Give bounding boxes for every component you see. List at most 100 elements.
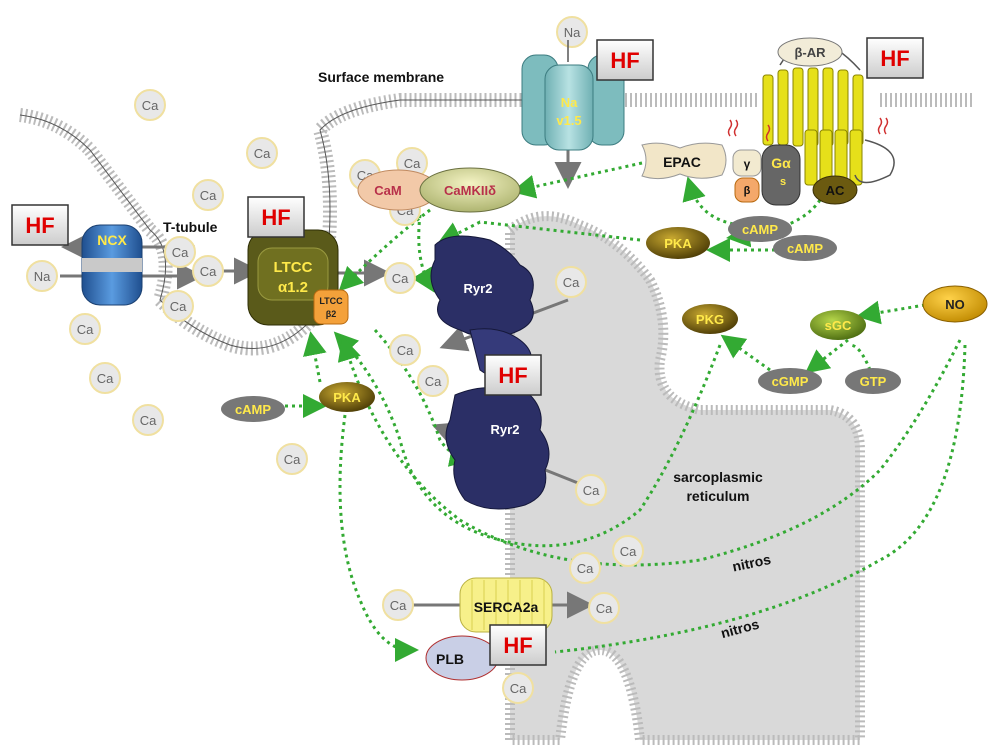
surface-membrane xyxy=(18,93,975,356)
calcium-ion-label: Ca xyxy=(77,322,94,337)
lipid-anchors xyxy=(727,117,889,142)
calcium-ion-label: Ca xyxy=(397,343,414,358)
pka-upper: PKA xyxy=(646,227,710,259)
adenylyl-cyclase: AC xyxy=(804,129,895,205)
calcium-ion: Ca xyxy=(502,672,534,704)
ltcc-beta-subunit-label: β2 xyxy=(326,309,337,319)
hf-badge: HF xyxy=(596,39,654,81)
hf-label: HF xyxy=(25,213,54,238)
camp-3-label: cAMP xyxy=(235,402,271,417)
calcium-ion: Ca xyxy=(382,589,414,621)
hf-badges: HF HF HF HF HF HF xyxy=(11,37,924,666)
phospholamban: PLB xyxy=(425,635,499,681)
cgmp: cGMP xyxy=(758,368,822,394)
calcium-ion-label: Ca xyxy=(200,188,217,203)
camkii-label: CaMKIIδ xyxy=(444,183,496,198)
serca2a-pump: SERCA2a xyxy=(459,577,553,633)
camp-2-label: cAMP xyxy=(787,241,823,256)
calcium-ion: Ca xyxy=(276,443,308,475)
sodium-ion-label: Na xyxy=(564,25,581,40)
hf-badge: HF xyxy=(489,624,547,666)
calcium-ion: Ca xyxy=(569,552,601,584)
calcium-ion-label: Ca xyxy=(392,271,409,286)
ncx-exchanger: NCX xyxy=(81,224,143,306)
pka-upper-label: PKA xyxy=(664,236,692,251)
plb-label: PLB xyxy=(436,651,464,667)
ryr2-upper-label: Ryr2 xyxy=(464,281,493,296)
ltcc-beta-label: LTCC xyxy=(319,296,343,306)
calcium-ion-label: Ca xyxy=(140,413,157,428)
pka-lower: PKA xyxy=(319,382,375,412)
ryr2-channel-lower: Ryr2 xyxy=(445,387,550,510)
ncx-label: NCX xyxy=(97,232,127,248)
no: NO xyxy=(922,285,988,323)
pkg: PKG xyxy=(682,304,738,334)
nitros-label-upper: nitros xyxy=(731,551,773,575)
calcium-ion: Ca xyxy=(132,404,164,436)
calcium-ion-label: Ca xyxy=(583,483,600,498)
calcium-ion: Ca xyxy=(417,365,449,397)
calcium-ion: Ca xyxy=(389,334,421,366)
calcium-ion-label: Ca xyxy=(284,452,301,467)
epac: EPAC xyxy=(641,142,727,180)
calcium-ion: Ca xyxy=(384,262,416,294)
camp-1: cAMP xyxy=(728,216,792,242)
calcium-ion: Ca xyxy=(69,313,101,345)
calcium-ion: Ca xyxy=(588,592,620,624)
sr-label-line1: sarcoplasmic xyxy=(673,469,763,485)
hf-label: HF xyxy=(610,48,639,73)
gtp: GTP xyxy=(845,368,901,394)
calcium-ion-label: Ca xyxy=(390,598,407,613)
sr-label-line2: reticulum xyxy=(686,488,749,504)
calcium-ion: Ca xyxy=(164,236,196,268)
hf-label: HF xyxy=(261,205,290,230)
calcium-ion: Ca xyxy=(162,290,194,322)
surface-membrane-label: Surface membrane xyxy=(318,69,444,85)
hf-badge: HF xyxy=(247,196,305,238)
calcium-ion: Ca xyxy=(192,255,224,287)
calcium-ion-label: Ca xyxy=(563,275,580,290)
nav-label: Na xyxy=(561,95,578,110)
calcium-ion-label: Ca xyxy=(577,561,594,576)
calcium-ion-label: Ca xyxy=(404,156,421,171)
calcium-ion: Ca xyxy=(134,89,166,121)
serca-label: SERCA2a xyxy=(474,599,539,615)
calcium-ion-label: Ca xyxy=(254,146,271,161)
sgc: sGC xyxy=(810,310,866,340)
calcium-ion-label: Ca xyxy=(170,299,187,314)
calcium-ion-label: Ca xyxy=(142,98,159,113)
calcium-ion-label: Ca xyxy=(97,371,114,386)
beta-ar-label: β-AR xyxy=(794,45,826,60)
ltcc-channel: LTCC α1.2 LTCC β2 xyxy=(247,229,349,326)
calcium-ion: Ca xyxy=(246,137,278,169)
hf-badge: HF xyxy=(866,37,924,79)
hf-label: HF xyxy=(498,363,527,388)
calcium-ion: Ca xyxy=(192,179,224,211)
hf-label: HF xyxy=(503,633,532,658)
cam-label: CaM xyxy=(374,183,401,198)
calcium-ion-label: Ca xyxy=(200,264,217,279)
cgmp-label: cGMP xyxy=(772,374,809,389)
sodium-ion-label: Na xyxy=(34,269,51,284)
calcium-ion-label: Ca xyxy=(596,601,613,616)
signaling-arrows xyxy=(285,161,967,662)
hf-label: HF xyxy=(880,46,909,71)
camp-2: cAMP xyxy=(773,235,837,261)
calcium-ion-label: Ca xyxy=(425,374,442,389)
pka-lower-label: PKA xyxy=(333,390,361,405)
calcium-ion-label: Ca xyxy=(620,544,637,559)
gtp-label: GTP xyxy=(860,374,887,389)
calcium-ion: Ca xyxy=(612,535,644,567)
ac-label: AC xyxy=(826,183,845,198)
pkg-label: PKG xyxy=(696,312,724,327)
calcium-ion: Ca xyxy=(555,266,587,298)
ltcc-subunit-label: α1.2 xyxy=(278,279,308,296)
hf-badge: HF xyxy=(484,354,542,396)
gamma-label: γ xyxy=(744,157,751,171)
calcium-ion: Ca xyxy=(89,362,121,394)
sodium-ion: Na xyxy=(556,16,588,48)
galpha-subunit-label: s xyxy=(780,176,786,188)
epac-label: EPAC xyxy=(663,154,701,170)
